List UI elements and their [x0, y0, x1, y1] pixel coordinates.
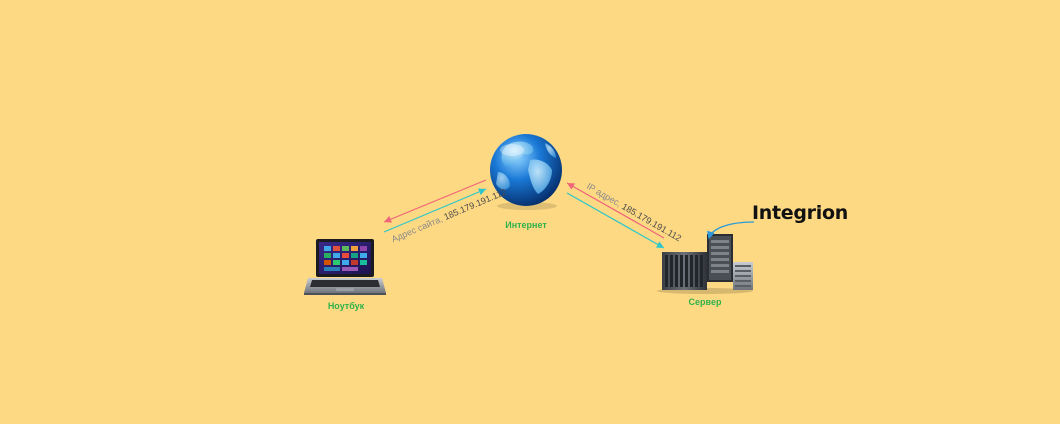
- laptop-icon: [304, 239, 386, 295]
- arrow-to-laptop: [383, 179, 487, 223]
- server-label: Сервер: [688, 297, 722, 307]
- laptop-label: Ноутбук: [327, 301, 365, 311]
- arrow-to-server: [566, 192, 665, 249]
- server-rack-icon: [657, 234, 753, 294]
- brand-pointer-arrow: [707, 221, 755, 240]
- globe-icon: [490, 134, 562, 210]
- integrion-logo: Integrion: [752, 202, 848, 224]
- internet-label: Интернет: [505, 220, 547, 230]
- arrow-to-internet: [383, 188, 487, 233]
- arrow-to-internet-from-server: [566, 182, 665, 239]
